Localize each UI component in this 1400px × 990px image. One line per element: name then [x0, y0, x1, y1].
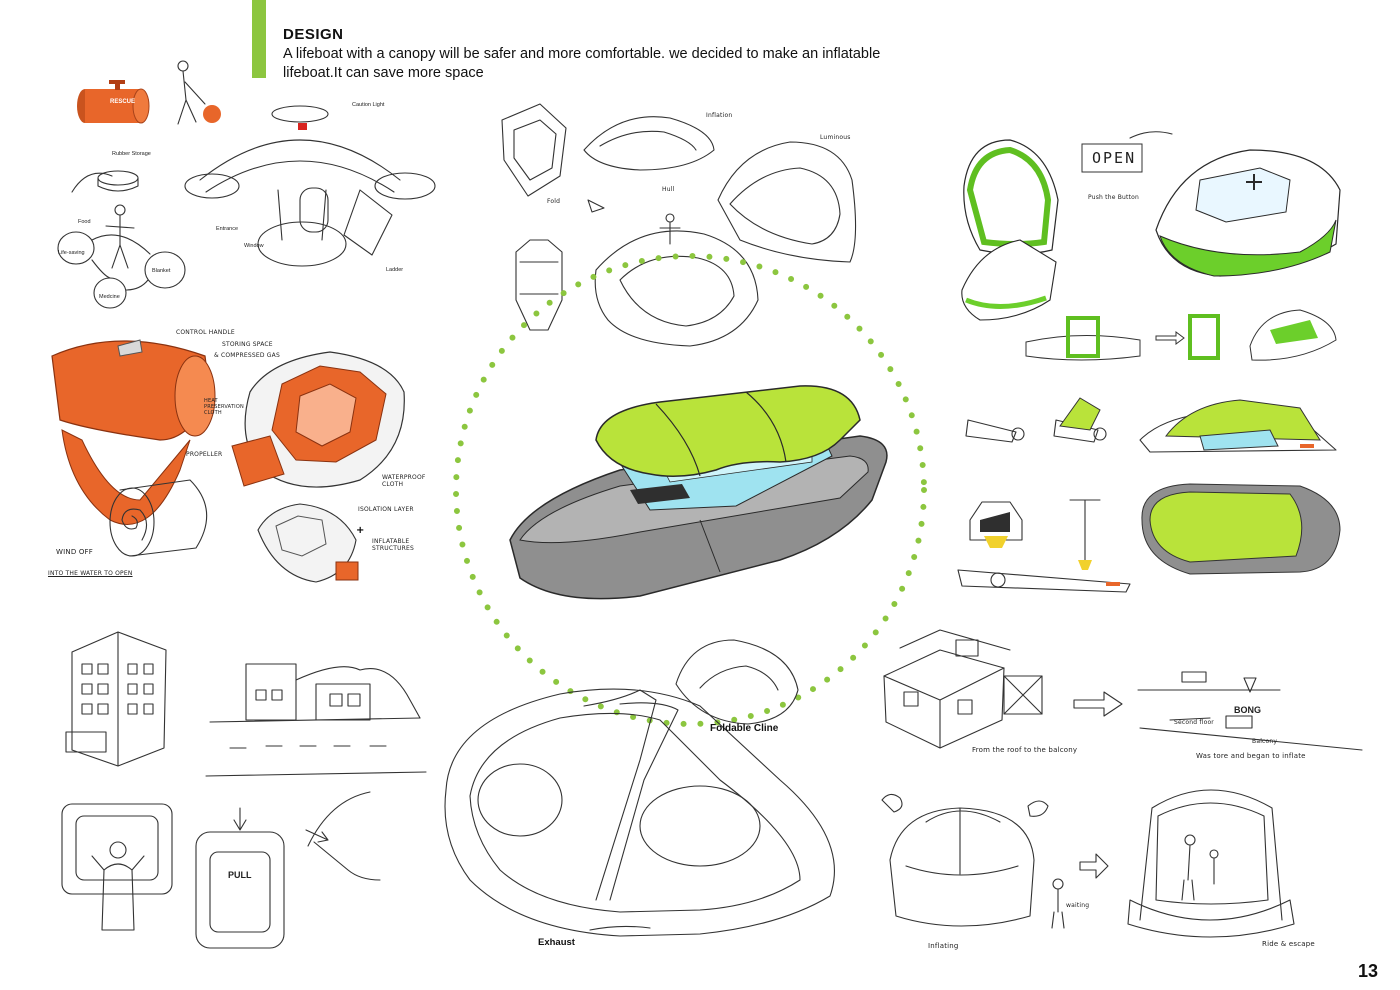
mechanism-sketches — [957, 397, 1341, 593]
raft-perspective-sketch — [444, 639, 835, 937]
hull-label: Hull — [662, 186, 675, 193]
foldable-cline-label: Foldable Cline — [710, 723, 779, 734]
inflate-label: Was tore and began to inflate — [1196, 752, 1306, 760]
rescue-label: RESCUE — [110, 99, 136, 105]
dotted-circle — [453, 253, 927, 727]
life-saving-label: Life-saving — [58, 250, 85, 256]
page-title: DESIGN — [283, 26, 344, 43]
heat-preservation-label: HEAT PRESERVATION CLOTH — [204, 398, 244, 416]
waiting-label: waiting — [1066, 902, 1090, 909]
entrance-label: Entrance — [216, 226, 239, 232]
compressed-gas-label: & COMPRESSED GAS — [214, 352, 280, 359]
isolation-layer-label: ISOLATION LAYER — [358, 506, 414, 513]
hero-boat-render — [453, 253, 927, 727]
accent-bar — [252, 0, 266, 78]
rescue-capsule-sketch — [57, 60, 436, 309]
caution-light-label: Caution Light — [352, 102, 385, 108]
food-label: Food — [78, 219, 91, 225]
window-label: Window — [244, 243, 264, 249]
bong-label: BONG — [1234, 705, 1261, 715]
building-sketches — [61, 631, 427, 949]
waterproof-cloth-label: WATERPROOF CLOTH — [382, 474, 426, 488]
propeller-label: PROPELLER — [186, 451, 223, 458]
balcony-label: Balcony — [1252, 738, 1278, 745]
second-floor-label: Second floor — [1174, 719, 1214, 726]
blanket-label: Blanket — [152, 268, 171, 274]
inflation-label: Inflation — [706, 112, 733, 119]
ladder-label: Ladder — [386, 267, 404, 273]
escape-scenario-sketches — [881, 629, 1363, 938]
page-description: A lifeboat with a canopy will be safer a… — [283, 46, 881, 81]
pull-label: PULL — [228, 870, 252, 880]
svg-text:+: + — [356, 525, 364, 536]
storing-space-label: STORING SPACE — [222, 341, 273, 348]
fold-label: Fold — [547, 198, 561, 205]
page-header: DESIGN A lifeboat with a canopy will be … — [283, 26, 883, 83]
ride-escape-label: Ride & escape — [1262, 940, 1315, 948]
medicine-label: Medcine — [99, 294, 120, 300]
open-sign-label: OPEN — [1092, 149, 1137, 167]
wind-off-label: WIND OFF — [56, 548, 93, 556]
exhaust-label: Exhaust — [538, 937, 575, 948]
boat-concept-sketches — [501, 103, 857, 347]
control-handle-label: CONTROL HANDLE — [176, 329, 235, 336]
into-water-label: INTO THE WATER TO OPEN — [48, 570, 133, 577]
orange-inflatable-sketch: + — [51, 339, 405, 583]
inflating-label: Inflating — [928, 942, 959, 950]
push-button-label: Push the Button — [1088, 194, 1140, 201]
green-concept-sketches — [961, 131, 1341, 361]
luminous-label: Luminous — [820, 134, 851, 141]
inflatable-structures-label: INFLATABLE STRUCTURES — [372, 538, 415, 552]
rubber-storage-label: Rubber Storage — [112, 151, 151, 157]
roof-to-balcony-label: From the roof to the balcony — [972, 746, 1078, 754]
page-number: 13 — [1357, 961, 1378, 981]
